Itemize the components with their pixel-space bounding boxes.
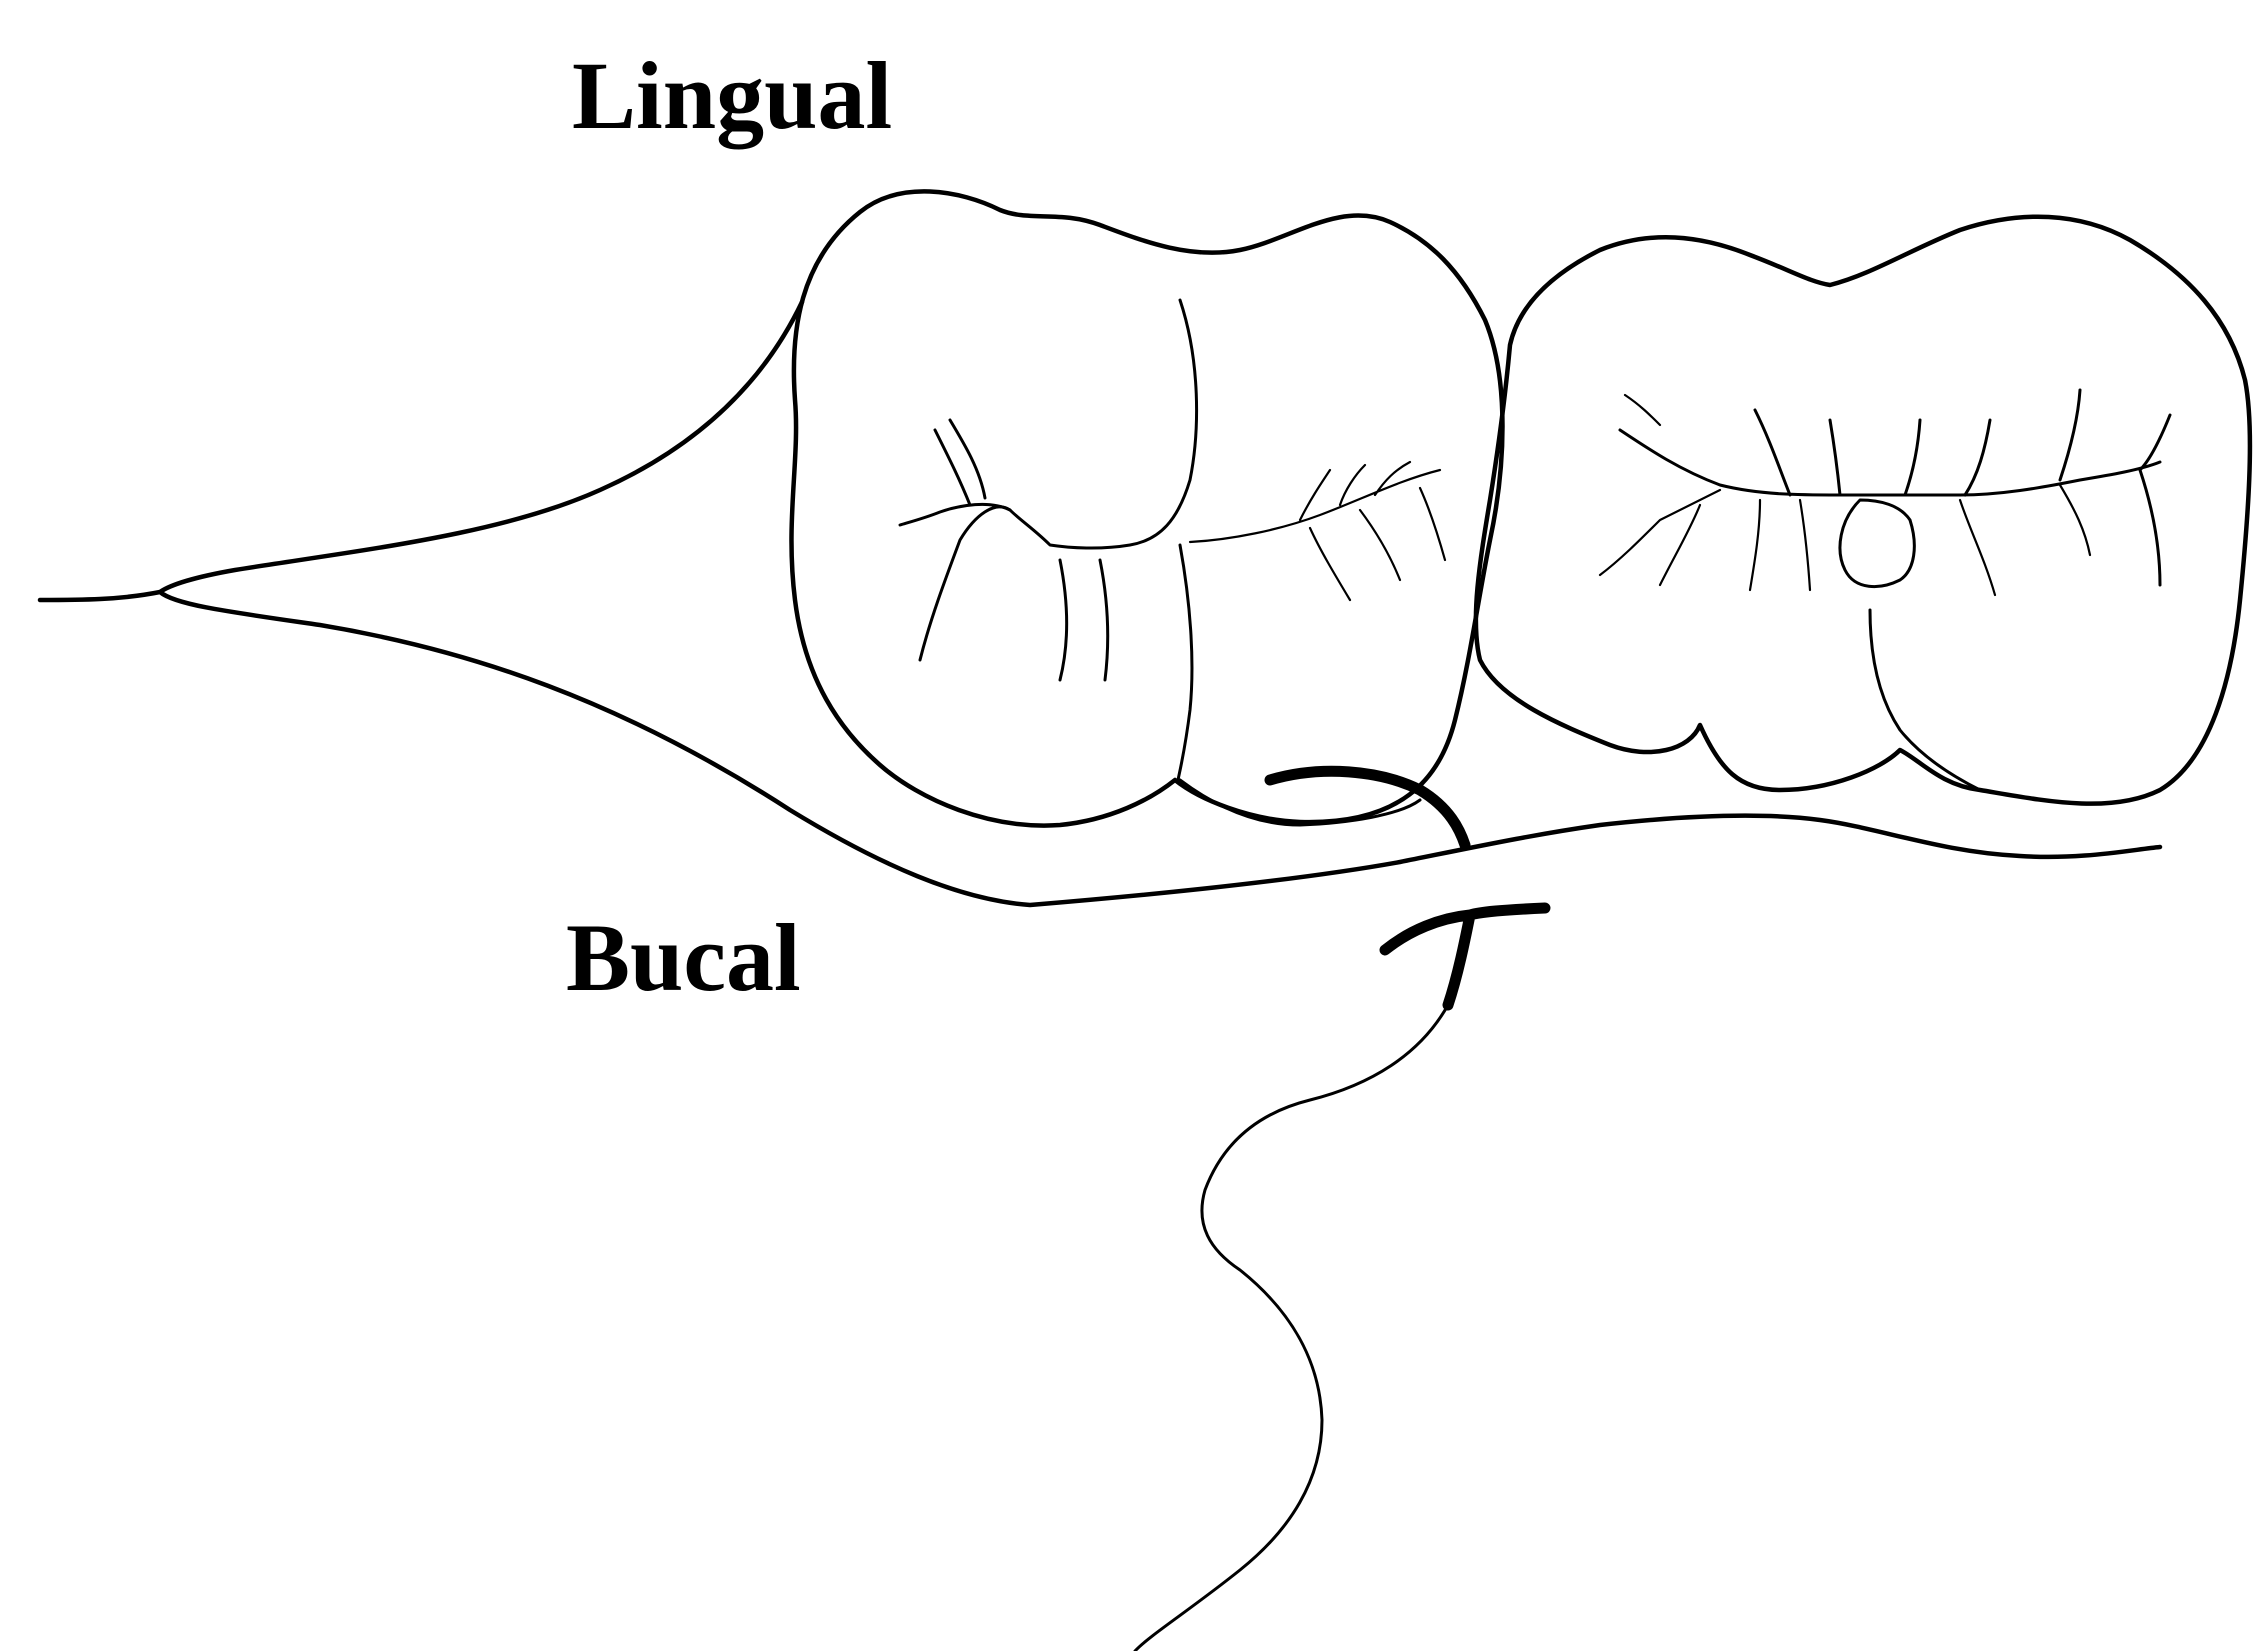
left-molar: [791, 191, 1502, 825]
right-molar: [1476, 217, 2250, 804]
left-molar-pit-lines: [1060, 560, 1108, 680]
gingiva-lower-edge: [160, 592, 2160, 905]
explorer-shank-bend: [1385, 908, 1545, 1005]
left-molar-central-groove: [920, 300, 1197, 660]
right-molar-crown-outline: [1476, 217, 2250, 804]
gingiva-outline: [40, 302, 2160, 905]
explorer-tip-hook: [1270, 771, 1465, 845]
explorer-instrument: [1135, 771, 1545, 1651]
right-molar-cusp-ridges: [1755, 390, 2170, 585]
explorer-sulcus-line: [1180, 780, 1420, 825]
left-molar-mesial-fissures: [1190, 462, 1445, 600]
explorer-handle: [1135, 1005, 1448, 1651]
left-molar-buccal-groove: [1178, 545, 1192, 780]
right-molar-central-groove: [1620, 430, 2160, 495]
gingiva-upper-edge: [40, 302, 802, 600]
left-molar-crown-outline: [791, 191, 1502, 825]
right-molar-pit: [1840, 500, 1914, 587]
